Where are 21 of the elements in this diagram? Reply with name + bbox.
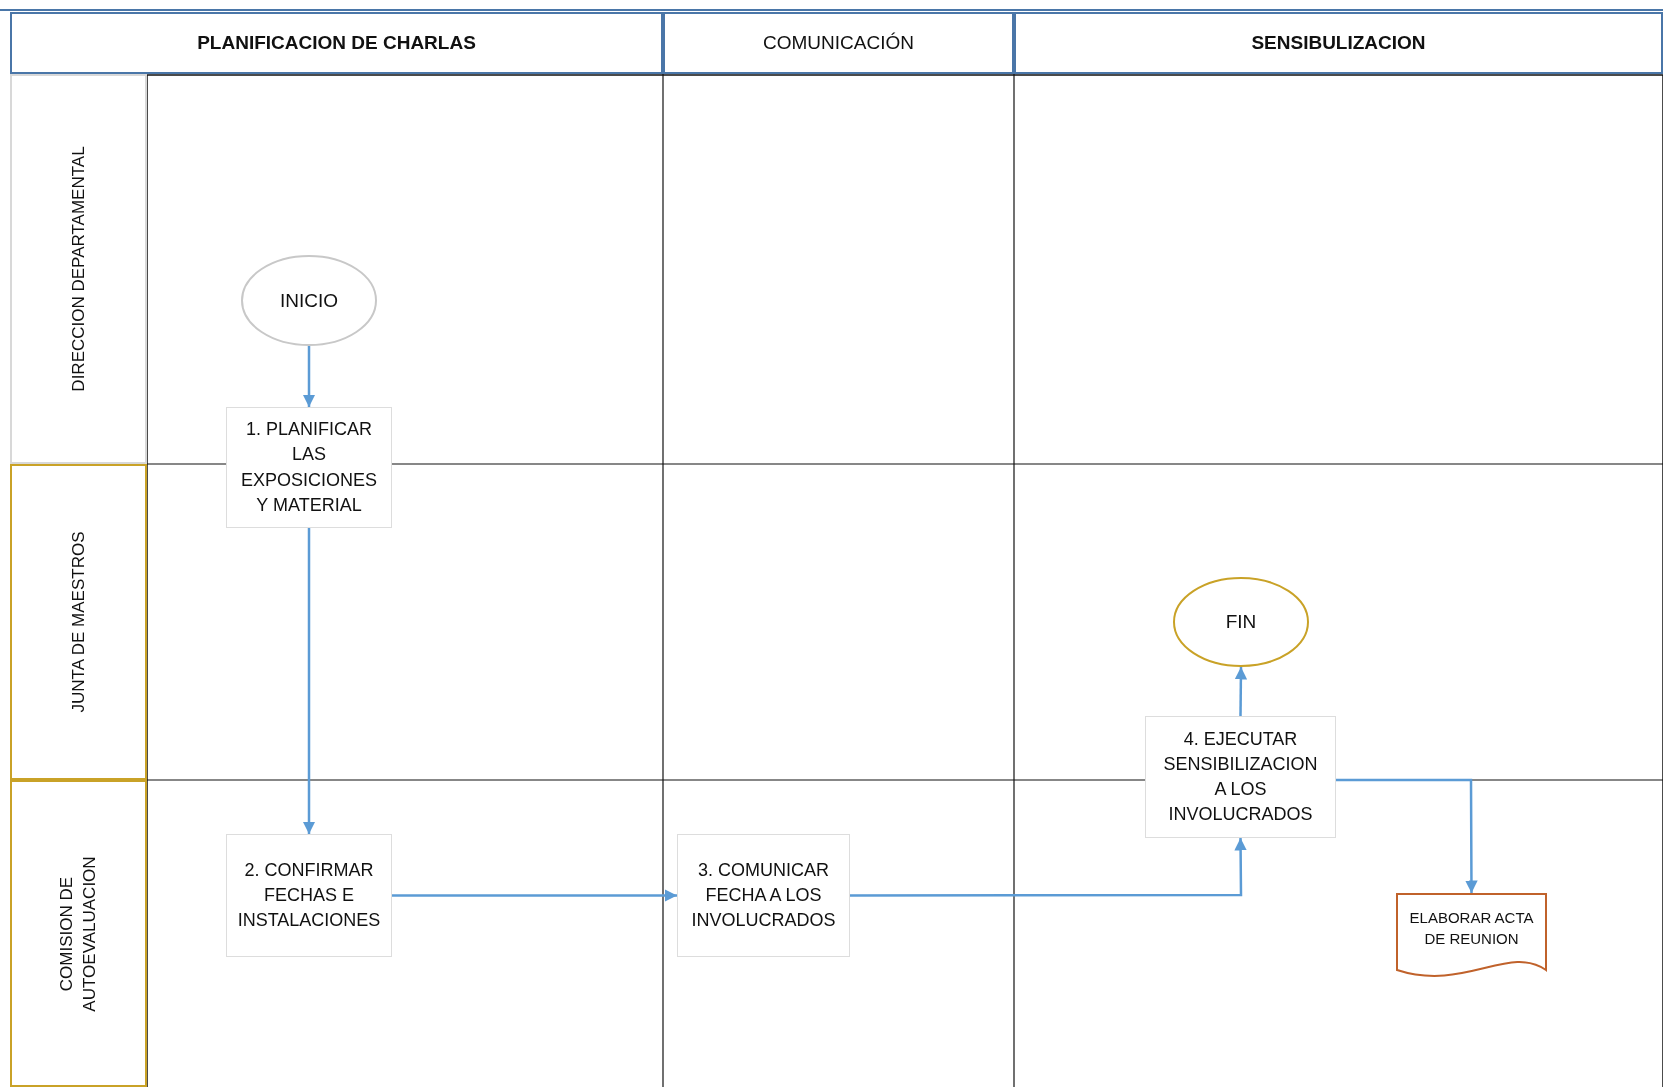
column-header: SENSIBULIZACION — [1014, 12, 1663, 74]
arrow — [392, 889, 677, 902]
arrow — [1336, 778, 1478, 893]
terminal-ellipse: INICIO — [241, 255, 377, 346]
column-header: PLANIFICACION DE CHARLAS — [10, 12, 663, 74]
process-box: 2. CONFIRMAR FECHAS E INSTALACIONES — [226, 834, 392, 957]
arrow — [1234, 667, 1248, 716]
process-box: 1. PLANIFICAR LAS EXPOSICIONES Y MATERIAL — [226, 407, 392, 528]
lane-label: JUNTA DE MAESTROS — [67, 530, 89, 715]
arrow — [850, 838, 1247, 897]
process-box: 4. EJECUTAR SENSIBILIZACION A LOS INVOLUCRADOS — [1145, 716, 1336, 838]
arrow — [302, 528, 316, 834]
lane-label: COMISION DE AUTOEVALUACION — [55, 854, 100, 1014]
lane-cell — [10, 780, 147, 1087]
terminal-ellipse: FIN — [1173, 577, 1309, 667]
lane-label: DIRECCION DEPARTAMENTAL — [67, 145, 89, 394]
process-box: 3. COMUNICAR FECHA A LOS INVOLUCRADOS — [677, 834, 850, 957]
arrow — [302, 346, 316, 407]
column-header: COMUNICACIÓN — [663, 12, 1014, 74]
lane-cell — [10, 74, 147, 464]
lane-cell — [10, 464, 147, 780]
